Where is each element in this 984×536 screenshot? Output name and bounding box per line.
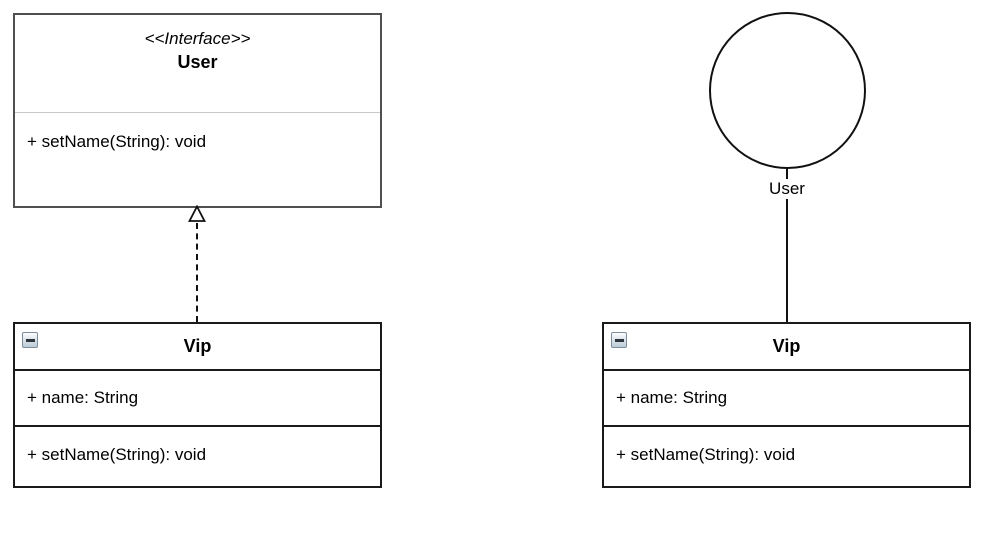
minus-bar — [25, 338, 35, 342]
minus-bar — [614, 338, 624, 342]
interface-box-user[interactable]: <<Interface>> User + setName(String): vo… — [13, 13, 382, 208]
class-name: Vip — [183, 336, 212, 356]
interface-name: User — [177, 52, 218, 72]
lollipop-interface-circle[interactable] — [709, 12, 866, 169]
class-method: + setName(String): void — [616, 444, 796, 464]
lollipop-interface-label: User — [757, 179, 817, 199]
compartment-divider — [15, 112, 380, 113]
class-header: Vip — [15, 324, 380, 371]
class-box-vip-right[interactable]: Vip + name: String + setName(String): vo… — [602, 322, 971, 488]
collapse-minus-icon[interactable] — [611, 332, 627, 348]
interface-header: <<Interface>> User — [15, 15, 380, 112]
collapse-minus-icon[interactable] — [22, 332, 38, 348]
class-method: + setName(String): void — [27, 444, 207, 464]
class-attribute: + name: String — [15, 371, 380, 427]
class-box-vip-left[interactable]: Vip + name: String + setName(String): vo… — [13, 322, 382, 488]
realization-dashed-line[interactable] — [196, 223, 198, 322]
interface-method: + setName(String): void — [27, 132, 207, 151]
interface-stereotype: <<Interface>> — [144, 29, 251, 48]
realization-triangle-icon[interactable] — [188, 205, 206, 223]
class-attribute: + name: String — [604, 371, 969, 427]
class-header: Vip — [604, 324, 969, 371]
lollipop-connector-line[interactable] — [786, 167, 788, 323]
class-name: Vip — [772, 336, 801, 356]
